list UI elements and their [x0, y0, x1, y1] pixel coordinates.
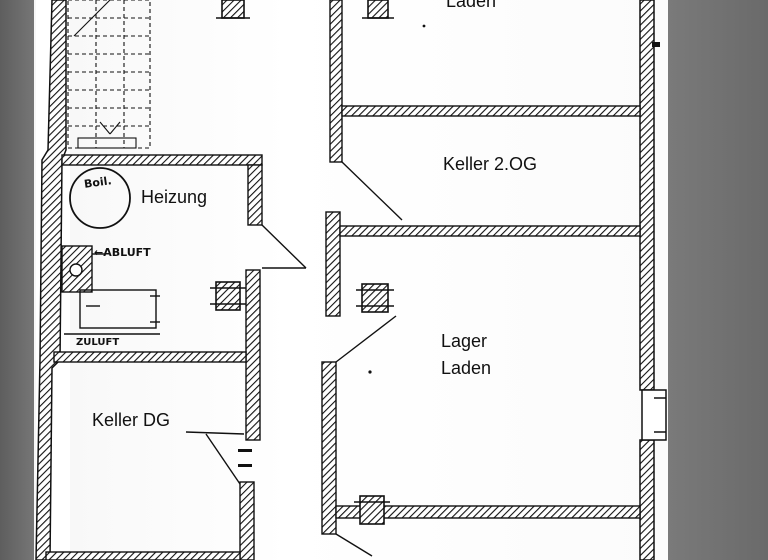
room-label-heizung: Heizung: [141, 187, 208, 207]
exterior-walls: [35, 0, 667, 560]
background-right: [668, 0, 768, 560]
columns: [210, 0, 394, 525]
interior-walls: [45, 0, 641, 560]
boiler-symbol: [69, 167, 131, 229]
background-left: [0, 0, 34, 560]
door-swings: [185, 161, 403, 557]
floor-plan-sheet: [34, 0, 668, 560]
room-label-laden: Laden: [446, 0, 497, 11]
abluft-label: ←ABLUFT: [94, 246, 151, 259]
staircase: [67, 0, 151, 149]
room-label-lager-laden: Laden: [441, 358, 492, 378]
small-marks: [238, 24, 660, 467]
ventilation-unit: [61, 245, 160, 335]
room-label-lager: Lager: [441, 331, 488, 351]
zuluft-label: ZULUFT: [76, 337, 120, 348]
room-label-keller-dg: Keller DG: [92, 410, 171, 430]
room-label-keller-2og: Keller 2.OG: [443, 154, 538, 174]
